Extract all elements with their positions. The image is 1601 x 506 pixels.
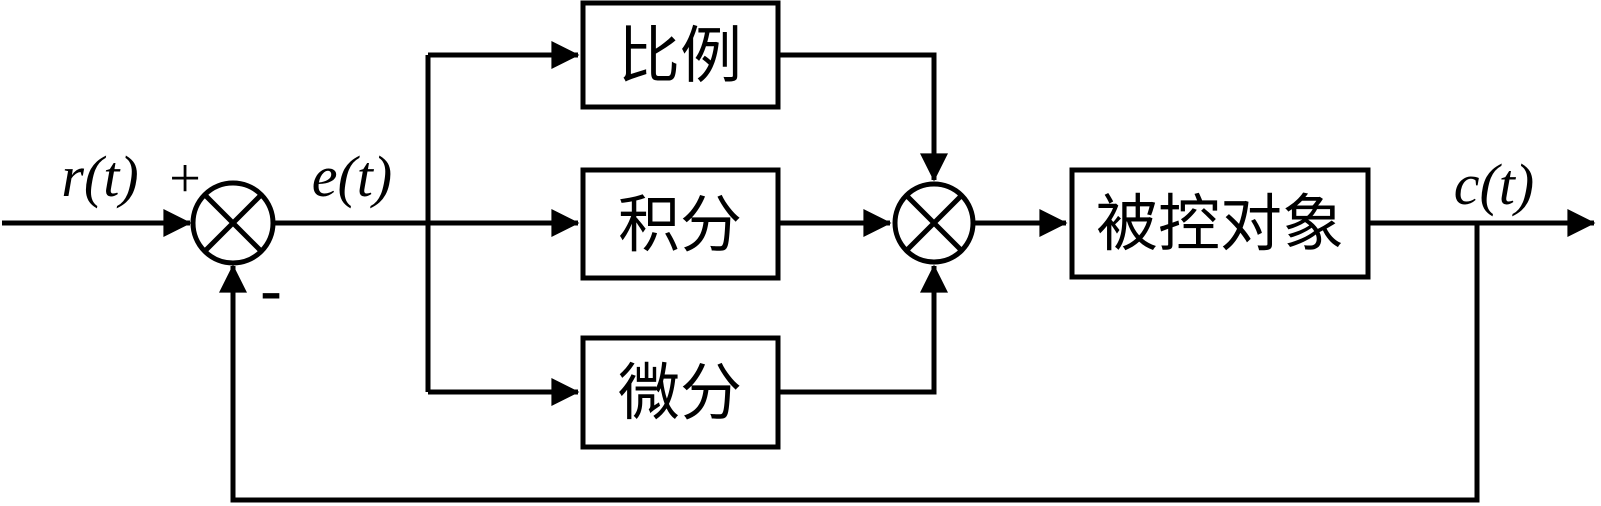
minus-sign: - (260, 254, 281, 325)
integral-block (580, 167, 781, 281)
proportional-output-arrow (778, 52, 948, 182)
plus-sign: + (169, 148, 201, 210)
derivative-block-label: 微分 (618, 360, 742, 428)
summing-junction-error-cross-icon (203, 193, 263, 253)
error-signal-label: e(t) (312, 144, 393, 209)
summing-junction-pid-cross-icon (904, 193, 964, 253)
plant-block-label: 被控对象 (1096, 191, 1344, 259)
summing-junction-error (190, 180, 276, 266)
derivative-output-arrow (778, 264, 948, 395)
output-signal-label: c(t) (1454, 152, 1535, 217)
proportional-block-label: 比例 (618, 23, 742, 91)
summing-junction-pid (892, 181, 976, 265)
integral-block-label: 积分 (618, 192, 742, 260)
feedback-loop-arrow (219, 223, 1480, 503)
reference-signal-label: r(t) (61, 144, 138, 209)
